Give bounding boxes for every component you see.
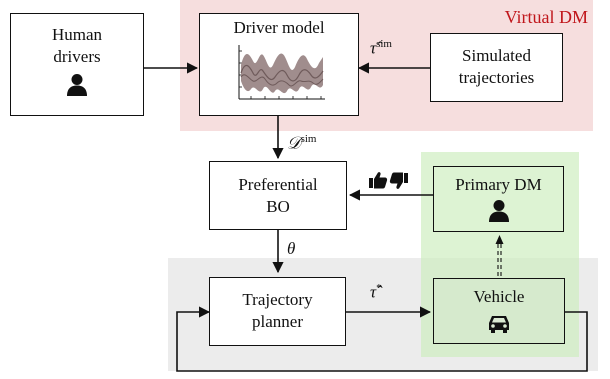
person-icon [488,200,509,222]
preferential-bo-block: Preferential BO [209,161,347,230]
preferential-bo-label-2: BO [266,197,290,216]
primary-dm-label: Primary DM [455,175,542,194]
trajectory-distribution-plot [238,45,325,100]
vehicle-label: Vehicle [473,287,525,306]
simulated-trajectories-label-1: Simulated [462,46,531,65]
car-icon [489,316,509,333]
trajectory-planner-label-1: Trajectory [242,290,313,309]
trajectory-planner-label-2: planner [252,312,303,331]
driver-model-block: Driver model [199,13,359,116]
driver-model-label: Driver model [233,18,325,37]
d-sim-label: 𝒟sim [287,133,317,153]
simulated-trajectories-block: Simulated trajectories [430,33,563,102]
human-drivers-block: Human drivers [10,13,144,116]
vehicle-block: Vehicle [433,278,565,344]
thumbs-up-icon [369,172,388,189]
human-drivers-label-2: drivers [53,47,101,66]
tau-star-label: τ̂* [370,282,382,302]
primary-dm-block: Primary DM [433,166,564,232]
virtual-dm-label: Virtual DM [504,7,588,27]
person-icon [67,74,87,96]
human-drivers-label-1: Human [51,25,103,44]
feedback-loop [176,306,588,372]
theta-label: θ [287,239,296,258]
thumbs-down-icon [389,172,408,189]
simulated-trajectories-label-2: trajectories [458,68,535,87]
tau-sim-label: τ̂sim [370,38,392,58]
trajectory-planner-block: Trajectory planner [209,277,346,346]
arrow-vehicle-to-primary-dm-head [495,235,504,244]
preferential-bo-label-1: Preferential [238,175,318,194]
